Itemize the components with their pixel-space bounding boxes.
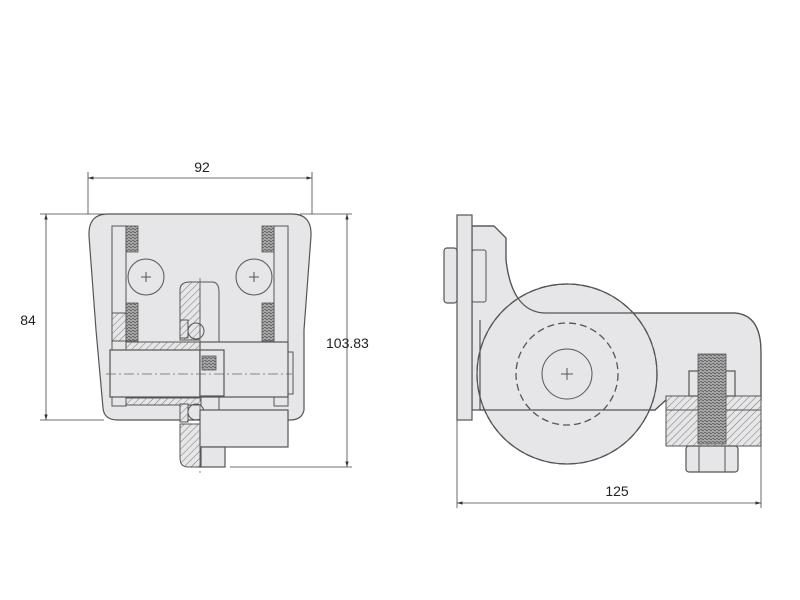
axle (541, 348, 593, 400)
nut-bottom (685, 445, 739, 473)
mounting-plate (456, 214, 473, 421)
roller-left (127, 258, 165, 296)
front-view (88, 213, 312, 475)
dim-width-front: 92 (194, 159, 210, 175)
side-view (443, 214, 762, 473)
dimensions: 92 84 103.83 125 (20, 159, 762, 508)
dim-height-total: 103.83 (326, 335, 369, 351)
dim-height-front: 84 (20, 312, 36, 328)
bolt-thread (697, 353, 727, 445)
plate-bolt-head (443, 247, 458, 304)
roller-right (235, 258, 273, 296)
dim-width-side: 125 (605, 483, 629, 499)
